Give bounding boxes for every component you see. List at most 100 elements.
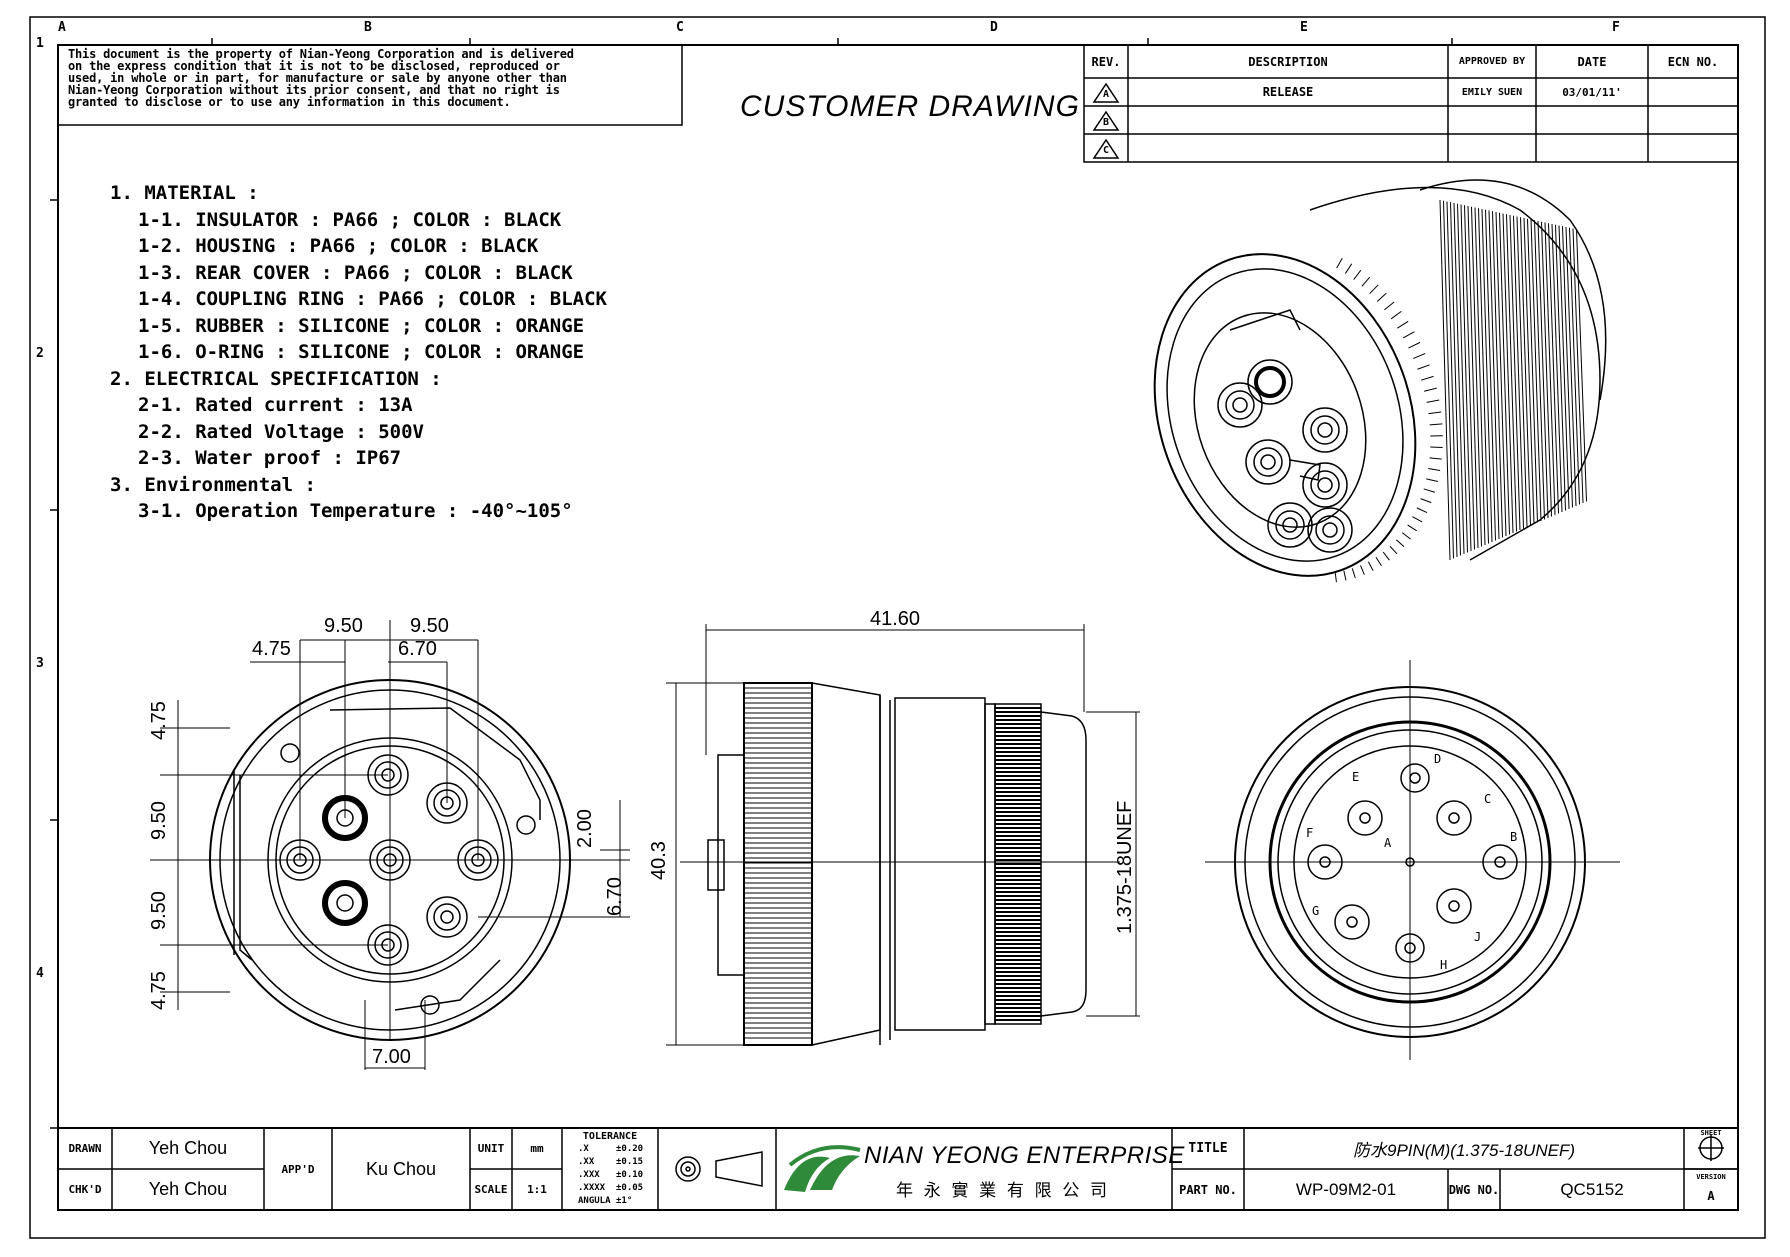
pin-label: A: [1384, 836, 1392, 850]
tolerance-value: ±1°: [616, 1196, 633, 1206]
tolerance-key: ANGULA: [578, 1196, 611, 1206]
rear-view: [1205, 660, 1620, 1060]
version-value: A: [1707, 1189, 1715, 1203]
note-line: 1-3. REAR COVER : PA66 ; COLOR : BLACK: [138, 261, 573, 284]
dim-label: 6.70: [604, 877, 626, 916]
dwg-no: QC5152: [1560, 1179, 1624, 1199]
tolerance-key: .XXX: [578, 1170, 600, 1180]
disclaimer-box: [57, 44, 683, 126]
description-header: DESCRIPTION: [1248, 54, 1328, 69]
pin-label: C: [1484, 792, 1492, 806]
zone-label-col: C: [676, 20, 684, 35]
dim-label: 2.00: [574, 809, 596, 848]
disclaimer-line: granted to disclose or to use any inform…: [68, 95, 511, 109]
zone-label-col: E: [1300, 20, 1308, 35]
company-name-cn: 年 永 實 業 有 限 公 司: [896, 1181, 1111, 1200]
note-line: 1-4. COUPLING RING : PA66 ; COLOR : BLAC…: [138, 288, 607, 310]
checked-by: Yeh Chou: [148, 1179, 228, 1199]
rev-code: C: [1102, 144, 1110, 156]
note-line: 2. ELECTRICAL SPECIFICATION :: [110, 367, 442, 390]
spec-notes: 1. MATERIAL : 1-1. INSULATOR : PA66 ; CO…: [110, 180, 607, 525]
sheet-label: SHEET: [1700, 1129, 1722, 1137]
disclaimer-line: This document is the property of Nian-Ye…: [68, 47, 574, 61]
company-name: NIAN YEONG ENTERPRISE: [864, 1142, 1185, 1169]
zone-label-row: 2: [36, 346, 44, 361]
revision-table-grid: [1083, 44, 1739, 163]
pin-label: E: [1352, 770, 1360, 784]
note-line: 1. MATERIAL :: [110, 182, 259, 204]
rev-code: B: [1102, 116, 1110, 128]
rev-date: 03/01/11': [1562, 85, 1622, 99]
drawing-title: 防水9PIN(M)(1.375-18UNEF): [1353, 1141, 1575, 1160]
dim-label: 4.75: [148, 701, 170, 740]
chkd-label: CHK'D: [68, 1183, 102, 1196]
pin-label: B: [1510, 830, 1518, 844]
pin-label: H: [1440, 958, 1448, 972]
approved-by-header: APPROVED BY: [1458, 56, 1526, 67]
pin-label: F: [1306, 826, 1314, 840]
pin-label: D: [1434, 752, 1442, 766]
scale-label: SCALE: [474, 1183, 508, 1196]
tolerance-value: ±0.10: [616, 1170, 644, 1180]
dim-label: 6.70: [398, 638, 437, 660]
dim-label: 9.50: [410, 615, 449, 637]
part-no-label: PART NO.: [1179, 1182, 1237, 1197]
note-line: 2-2. Rated Voltage : 500V: [138, 420, 424, 443]
tolerance-keys: .X .XX .XXX .XXXX ANGULA: [578, 1143, 611, 1208]
tolerance-value: ±0.20: [616, 1144, 644, 1154]
isometric-view: [1153, 179, 1607, 583]
zone-label-col: F: [1612, 20, 1620, 35]
rev-approved-by: EMILY SUEN: [1461, 86, 1523, 98]
note-line: 3-1. Operation Temperature : -40°~105°: [138, 500, 573, 522]
rev-code: A: [1102, 88, 1110, 100]
ecn-header: ECN NO.: [1667, 54, 1719, 69]
pin-label: G: [1312, 904, 1320, 918]
note-line: 1-1. INSULATOR : PA66 ; COLOR : BLACK: [138, 208, 562, 231]
disclaimer-line: Nian-Yeong Corporation without its prior…: [68, 83, 560, 97]
zone-label-col: D: [990, 20, 998, 35]
zone-label-row: 4: [36, 966, 44, 981]
unit-label: UNIT: [477, 1142, 505, 1155]
dim-label: 4.75: [252, 638, 291, 660]
tolerance-value: ±0.15: [616, 1157, 644, 1167]
note-line: 1-6. O-RING : SILICONE ; COLOR : ORANGE: [138, 341, 585, 363]
drawing-label: CUSTOMER DRAWING: [740, 90, 1080, 123]
dim-label: 9.50: [148, 801, 170, 840]
side-view: [666, 624, 1140, 1046]
tolerance-key: .XX: [578, 1157, 595, 1167]
version-label: VERSION: [1696, 1173, 1726, 1181]
tolerance-values: ±0.20 ±0.15 ±0.10 ±0.05 ±1°: [616, 1143, 643, 1208]
date-header: DATE: [1577, 54, 1607, 69]
company-logo: [784, 1145, 861, 1192]
pin-label: J: [1474, 930, 1482, 944]
outer-frame: [29, 16, 1766, 1239]
dim-label: 40.3: [648, 841, 670, 880]
dim-label: 7.00: [372, 1046, 411, 1068]
tolerance-key: .XXXX: [578, 1183, 606, 1193]
appd-label: APP'D: [281, 1162, 315, 1176]
thread-spec: 1.375-18UNEF: [1114, 800, 1136, 934]
front-view: [150, 620, 630, 1070]
note-line: 1-2. HOUSING : PA66 ; COLOR : BLACK: [138, 235, 539, 257]
drawn-label: DRAWN: [68, 1142, 102, 1155]
title-block-grid: [57, 1127, 1739, 1211]
note-line: 3. Environmental :: [110, 473, 316, 496]
tolerance-label: TOLERANCE: [582, 1130, 638, 1142]
disclaimer-line: on the express condition that it is not …: [68, 59, 560, 73]
note-line: 2-3. Water proof : IP67: [138, 447, 402, 469]
unit-value: mm: [530, 1142, 544, 1155]
note-line: 1-5. RUBBER : SILICONE ; COLOR : ORANGE: [138, 314, 585, 337]
tolerance-key: .X: [578, 1144, 589, 1154]
drawn-by: Yeh Chou: [148, 1138, 228, 1158]
dim-label: 9.50: [148, 891, 170, 930]
approved-by: Ku Chou: [365, 1158, 437, 1179]
part-no: WP-09M2-01: [1295, 1179, 1397, 1199]
zone-label-row: 3: [36, 656, 44, 671]
tolerance-value: ±0.05: [616, 1183, 644, 1193]
title-label: TITLE: [1188, 1141, 1228, 1156]
disclaimer-text: This document is the property of Nian-Ye…: [68, 48, 678, 108]
rev-description: RELEASE: [1262, 85, 1314, 99]
rev-header: REV.: [1091, 54, 1121, 69]
zone-label-col: B: [364, 20, 372, 35]
